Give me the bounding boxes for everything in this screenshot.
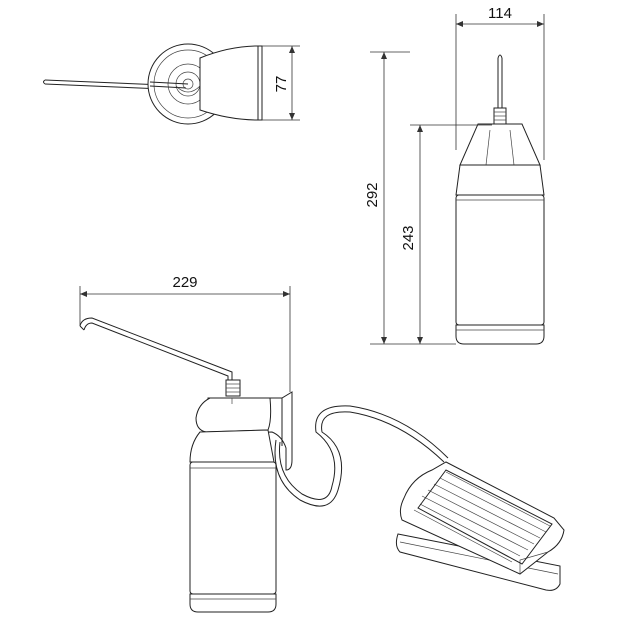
dim-bottle-height-label: 243 [400,225,417,250]
dim-total-height-label: 292 [364,182,381,207]
dim-total-height: 292 [364,51,456,345]
foot-pedal [395,461,565,591]
dim-side-width: 77 [262,45,300,121]
front-view [455,54,545,345]
dim-side-width-label: 77 [273,76,290,93]
pedal-ridges [413,471,551,563]
dim-top-width: 114 [455,5,545,160]
top-view [43,43,263,125]
dim-spout-length-label: 229 [172,274,197,291]
dim-top-width-label: 114 [488,5,512,22]
dim-spout-length: 229 [79,274,291,392]
perspective-view [79,317,449,613]
dim-bottle-height: 243 [400,124,492,344]
